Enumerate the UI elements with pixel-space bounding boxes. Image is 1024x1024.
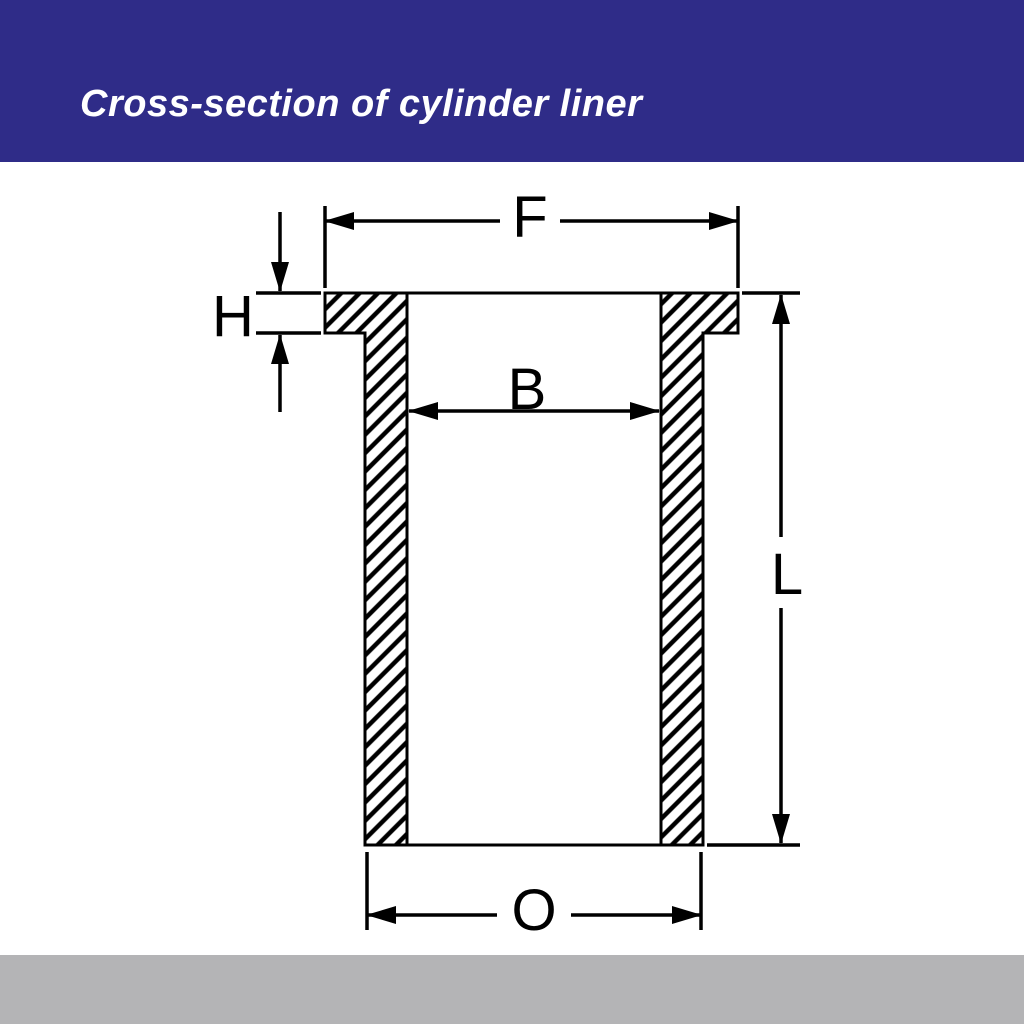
dim-label-B: B	[508, 357, 547, 422]
dim-label-F: F	[512, 185, 547, 250]
header-band: Cross-section of cylinder liner	[0, 0, 1024, 162]
liner-body	[323, 291, 740, 847]
footer-band	[0, 955, 1024, 1024]
liner-right-wall-section	[659, 291, 740, 847]
dim-label-L: L	[771, 542, 803, 607]
page-title: Cross-section of cylinder liner	[80, 83, 643, 125]
dim-label-O: O	[511, 878, 556, 943]
dimension-lines	[256, 206, 800, 930]
dim-label-H: H	[212, 284, 254, 349]
dimension-labels: F H B L O	[212, 185, 803, 943]
liner-left-wall-section	[323, 291, 409, 847]
